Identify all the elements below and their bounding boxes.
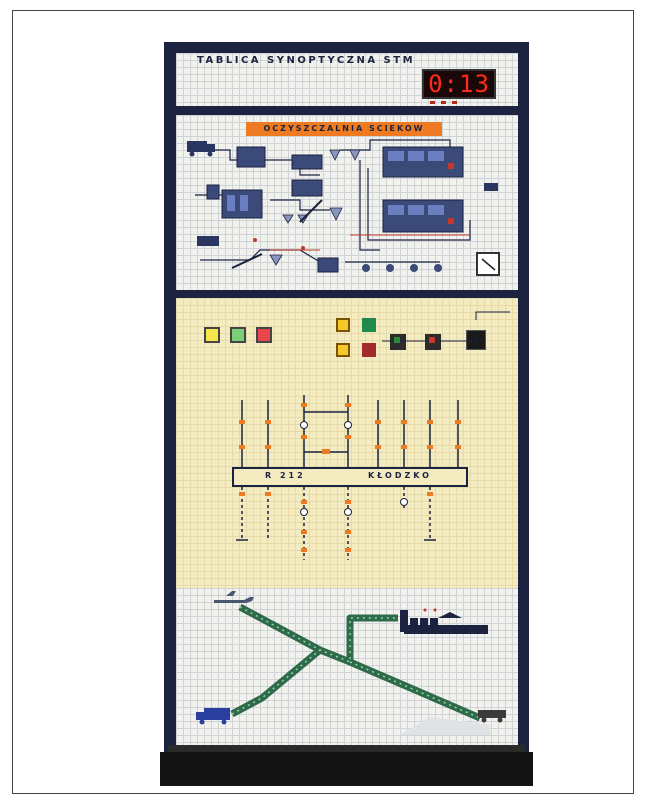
- digital-clock: 0:13: [422, 69, 496, 99]
- car-icon: [478, 710, 506, 723]
- busbar-label-left: R 212: [265, 471, 306, 480]
- yellow-indicator: [204, 327, 220, 343]
- lamp-red-1: [362, 343, 376, 357]
- stand-top: [168, 745, 525, 755]
- factory-icon: [400, 610, 488, 634]
- lamp-green-1: [362, 318, 376, 332]
- airplane-icon: [214, 591, 254, 603]
- stand-base: [160, 752, 533, 786]
- busbar: [232, 467, 468, 487]
- board-title: TABLICA SYNOPTYCZNA STM: [196, 55, 416, 66]
- red-indicator: [256, 327, 272, 343]
- clock-indicators: [430, 101, 460, 105]
- lamp-yellow-2: [336, 343, 350, 357]
- lamp-yellow-1: [336, 318, 350, 332]
- green-indicator: [230, 327, 246, 343]
- gauge-icon: [476, 252, 500, 276]
- sewage-banner: OCZYSZCZALNIA SCIEKOW: [246, 122, 442, 136]
- truck-icon: [196, 708, 230, 725]
- busbar-label-right: KŁODZKO: [368, 471, 432, 480]
